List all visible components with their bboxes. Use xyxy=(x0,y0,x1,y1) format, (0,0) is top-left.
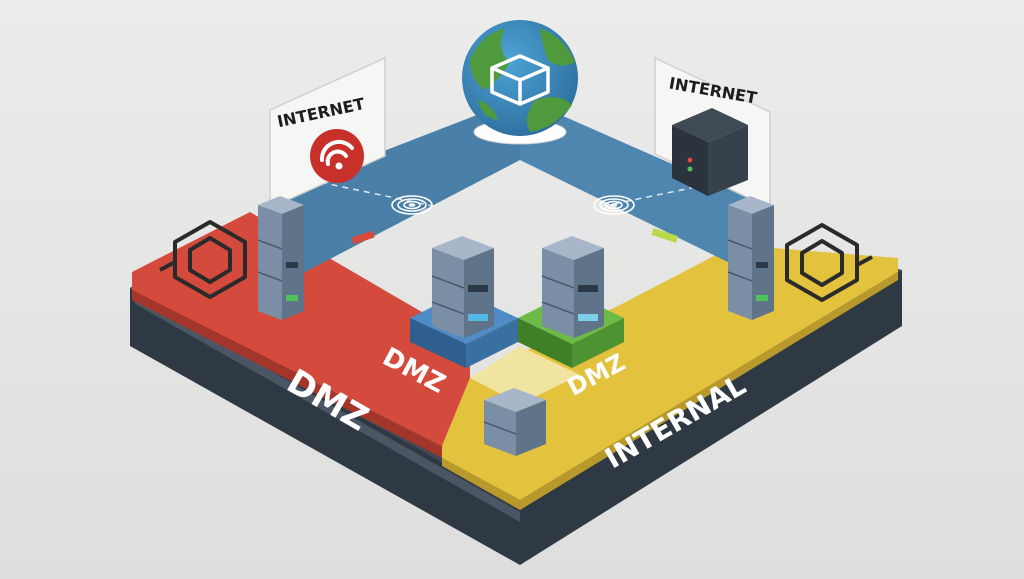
router-icon xyxy=(672,108,748,196)
fingerprint-icon xyxy=(593,195,635,215)
shield-chip-icon xyxy=(785,223,873,302)
wifi-icon xyxy=(310,129,364,183)
red-zone xyxy=(132,212,470,458)
server-icon xyxy=(483,388,546,456)
yellow-zone xyxy=(442,245,898,510)
shield-chip-icon xyxy=(159,220,247,299)
server-column-left xyxy=(257,196,304,320)
globe-icon xyxy=(462,20,578,145)
server-icon xyxy=(541,236,604,338)
server-icon xyxy=(431,236,494,338)
fingerprint-icon xyxy=(391,195,433,215)
server-column-right xyxy=(727,196,774,320)
internet-sign-left: INTERNET xyxy=(269,56,386,210)
